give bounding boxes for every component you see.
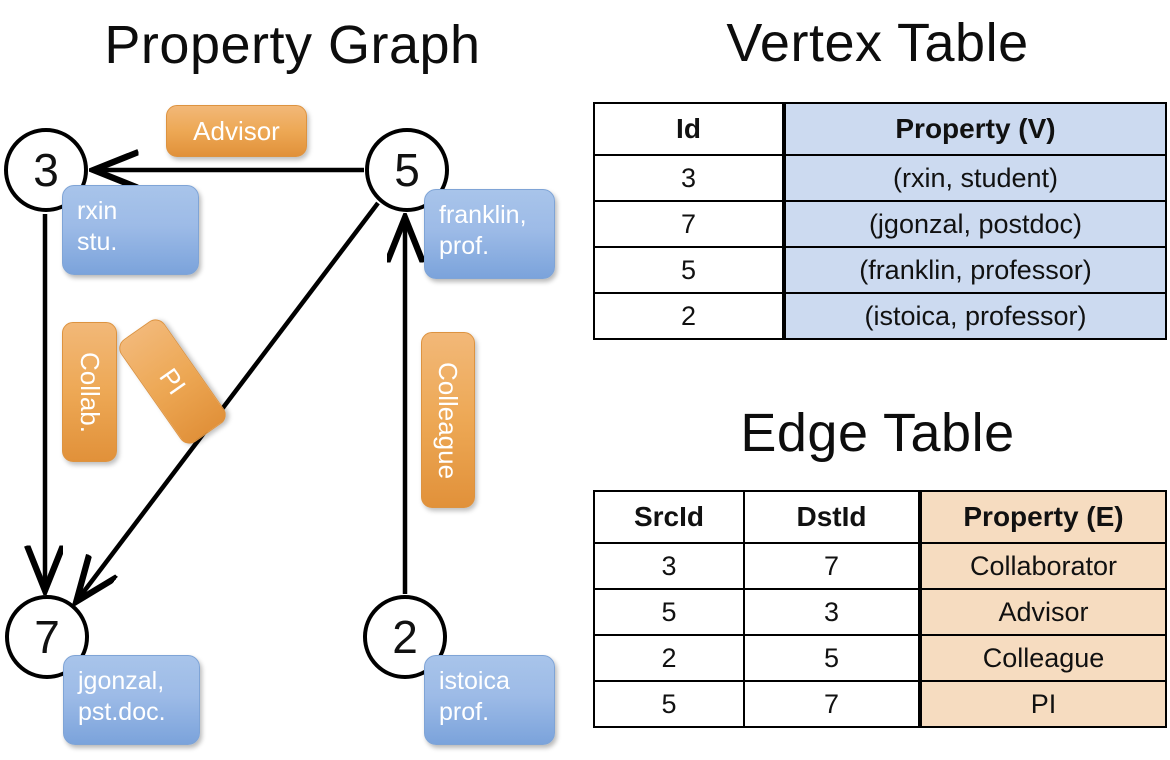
edge-table-header-srcid: SrcId [593, 490, 745, 544]
edge-cell-srcid: 2 [593, 634, 745, 682]
vertex-property-callout-3: rxin stu. [62, 185, 199, 275]
vertex-property-callout-5: franklin, prof. [424, 189, 555, 279]
vertex-table-header-row: Id Property (V) [593, 102, 1167, 156]
table-row[interactable]: 3 (rxin, student) [593, 154, 1167, 202]
edge-cell-property: Colleague [918, 634, 1167, 682]
edge-cell-property: Collaborator [918, 542, 1167, 590]
graph-edges-svg [0, 0, 585, 760]
edge-label-pi-text: PI [153, 362, 193, 400]
vertex-table: Id Property (V) 3 (rxin, student) 7 (jgo… [593, 102, 1167, 340]
vertex-cell-id: 5 [593, 246, 785, 294]
edge-cell-dstid: 7 [743, 680, 921, 728]
edge-label-collaborator: Collab. [62, 322, 117, 462]
page-title-vertex-table: Vertex Table [726, 13, 1029, 73]
edge-cell-srcid: 5 [593, 680, 745, 728]
vertex-cell-property: (rxin, student) [782, 154, 1167, 202]
page-title-property-graph: Property Graph [104, 15, 481, 75]
edge-label-advisor: Advisor [166, 105, 307, 157]
vertex-property-callout-7: jgonzal, pst.doc. [63, 655, 200, 745]
graph-node-5[interactable]: 5 [365, 128, 449, 212]
edge-table-header-dstid: DstId [743, 490, 921, 544]
table-row[interactable]: 5 7 PI [593, 680, 1167, 728]
edge-cell-property: PI [918, 680, 1167, 728]
table-row[interactable]: 3 7 Collaborator [593, 542, 1167, 590]
edge-table: SrcId DstId Property (E) 3 7 Collaborato… [593, 490, 1167, 728]
table-row[interactable]: 7 (jgonzal, postdoc) [593, 200, 1167, 248]
edge-cell-dstid: 7 [743, 542, 921, 590]
edge-label-colleague-text: Colleague [433, 361, 464, 479]
edge-cell-property: Advisor [918, 588, 1167, 636]
table-row[interactable]: 5 (franklin, professor) [593, 246, 1167, 294]
edge-table-header-row: SrcId DstId Property (E) [593, 490, 1167, 544]
vertex-table-header-id: Id [593, 102, 785, 156]
edge-cell-srcid: 5 [593, 588, 745, 636]
edge-label-collaborator-text: Collab. [75, 351, 105, 433]
table-row[interactable]: 5 3 Advisor [593, 588, 1167, 636]
vertex-property-callout-2: istoica prof. [424, 655, 555, 745]
edge-cell-srcid: 3 [593, 542, 745, 590]
vertex-cell-property: (istoica, professor) [782, 292, 1167, 340]
edge-label-colleague: Colleague [421, 332, 475, 508]
edge-cell-dstid: 3 [743, 588, 921, 636]
vertex-table-header-property: Property (V) [782, 102, 1167, 156]
vertex-cell-id: 7 [593, 200, 785, 248]
vertex-cell-property: (jgonzal, postdoc) [782, 200, 1167, 248]
vertex-cell-id: 2 [593, 292, 785, 340]
edge-cell-dstid: 5 [743, 634, 921, 682]
vertex-cell-property: (franklin, professor) [782, 246, 1167, 294]
edge-5-to-7 [79, 201, 380, 598]
table-row[interactable]: 2 (istoica, professor) [593, 292, 1167, 340]
graph-node-2[interactable]: 2 [363, 595, 447, 679]
table-row[interactable]: 2 5 Colleague [593, 634, 1167, 682]
page-title-edge-table: Edge Table [740, 403, 1015, 463]
property-graph-panel: 3 5 7 2 rxin stu. franklin, prof. jgonza… [0, 0, 585, 760]
edge-table-header-property: Property (E) [918, 490, 1167, 544]
vertex-cell-id: 3 [593, 154, 785, 202]
